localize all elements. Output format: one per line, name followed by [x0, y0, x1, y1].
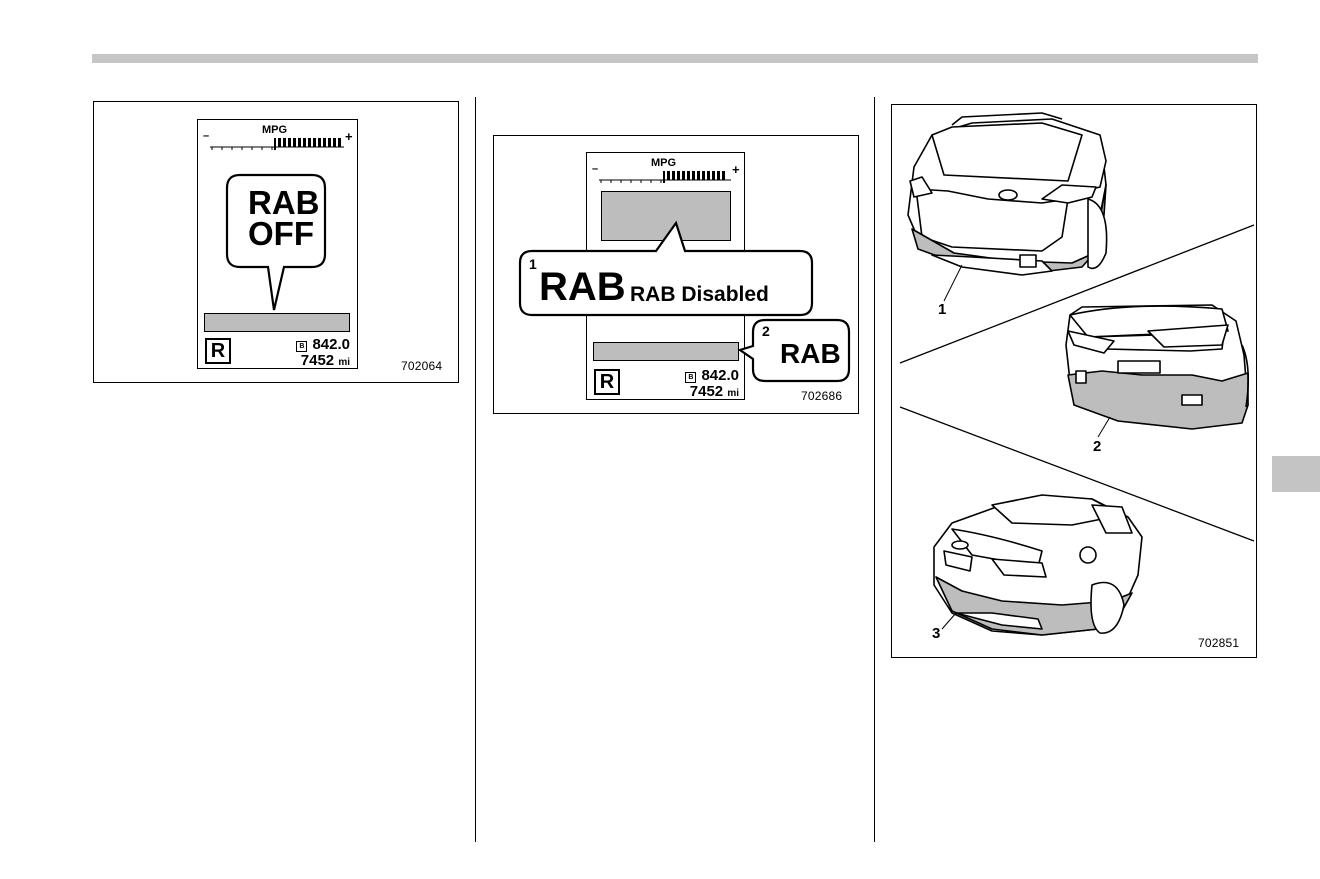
- callout-1-rab: RAB: [539, 267, 626, 307]
- wagon-rear-illustration: [1066, 305, 1248, 429]
- mpg-plus: +: [345, 129, 353, 144]
- suv-rear-illustration: [908, 113, 1107, 275]
- mpg-gauge-scale: [599, 169, 735, 185]
- gear-indicator: R: [594, 369, 620, 395]
- gray-info-bar: [593, 342, 739, 361]
- trip-readout: B 842.0: [627, 367, 739, 384]
- gray-info-bar: [204, 313, 350, 332]
- trip-b-icon: B: [685, 372, 696, 383]
- top-rule: [92, 54, 1258, 63]
- figure-vehicle-rear-bumpers: 1 2 3 702851: [891, 104, 1257, 658]
- mpg-label: MPG: [262, 124, 287, 136]
- rab-off-bubble: RAB OFF: [226, 174, 326, 312]
- callout-2-number: 2: [762, 323, 770, 339]
- odometer-unit: mi: [727, 388, 739, 399]
- trip-value: 842.0: [701, 367, 739, 384]
- odometer-value: 7452: [301, 352, 334, 369]
- figure-number: 702064: [401, 359, 442, 373]
- mpg-minus: –: [592, 163, 598, 175]
- callout-1-number: 1: [529, 256, 537, 272]
- callout-label-1: 1: [938, 301, 946, 318]
- callout-rab-indicator: 2 RAB: [737, 319, 853, 383]
- trip-readout: B 842.0: [238, 336, 350, 353]
- column-divider-right: [874, 97, 875, 842]
- sedan-rear-illustration: [934, 495, 1142, 635]
- trip-value: 842.0: [312, 336, 350, 353]
- callout-2-rab: RAB: [780, 339, 841, 369]
- bubble-text-off: OFF: [248, 219, 314, 249]
- odometer-readout: 7452 mi: [627, 383, 739, 402]
- figure-number: 702851: [1198, 636, 1239, 650]
- mpg-label: MPG: [651, 157, 676, 169]
- figure-rab-off: MPG – + R: [93, 101, 459, 383]
- bubble-text-rab: RAB: [248, 188, 320, 218]
- mpg-gauge-scale: [210, 136, 346, 152]
- callout-1-text: RAB Disabled: [630, 283, 769, 307]
- odometer-unit: mi: [338, 357, 350, 368]
- odometer-readout: 7452 mi: [238, 352, 350, 371]
- callout-label-2: 2: [1093, 438, 1101, 455]
- gear-indicator: R: [205, 338, 231, 364]
- callout-label-3: 3: [932, 625, 940, 642]
- mpg-minus: –: [203, 130, 209, 142]
- callout-rab-disabled: 1 RAB RAB Disabled: [518, 222, 814, 318]
- figure-number: 702686: [801, 389, 842, 403]
- column-divider-left: [475, 97, 476, 842]
- odometer-value: 7452: [690, 383, 723, 400]
- lcd-display: MPG – + R: [197, 119, 358, 369]
- chapter-tab[interactable]: [1272, 456, 1320, 492]
- trip-b-icon: B: [296, 341, 307, 352]
- vehicle-illustrations: [892, 105, 1256, 657]
